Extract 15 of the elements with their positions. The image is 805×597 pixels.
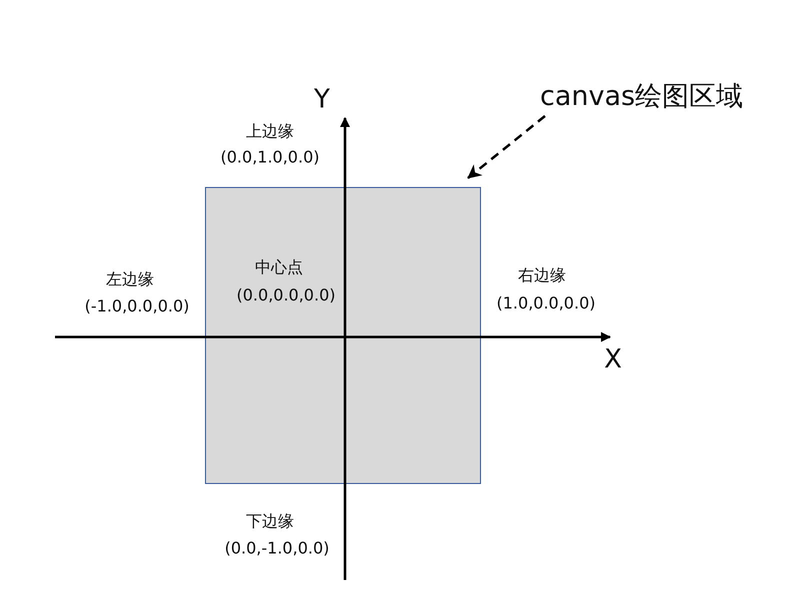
axis-label: X	[604, 344, 622, 376]
dashed-arrow	[467, 115, 546, 179]
axis-label: Y	[314, 84, 330, 116]
coordinate-label: (0.0,-1.0,0.0)	[224, 538, 330, 558]
border-name: 左边缘	[106, 269, 154, 289]
border-name: 下边缘	[246, 511, 294, 531]
center-label: 中心点	[255, 257, 303, 277]
coordinate-label: (0.0,1.0,0.0)	[220, 147, 320, 167]
border-name: 右边缘	[518, 265, 566, 285]
callout-text: canvas绘图区域	[540, 78, 752, 116]
coordinate-label: (1.0,0.0,0.0)	[496, 293, 596, 313]
coordinate-label: (-1.0,0.0,0.0)	[84, 296, 190, 316]
canvas-area-rect	[205, 187, 481, 484]
border-name: 上边缘	[246, 121, 294, 141]
coordinate-label: (0.0,0.0,0.0)	[236, 285, 336, 305]
